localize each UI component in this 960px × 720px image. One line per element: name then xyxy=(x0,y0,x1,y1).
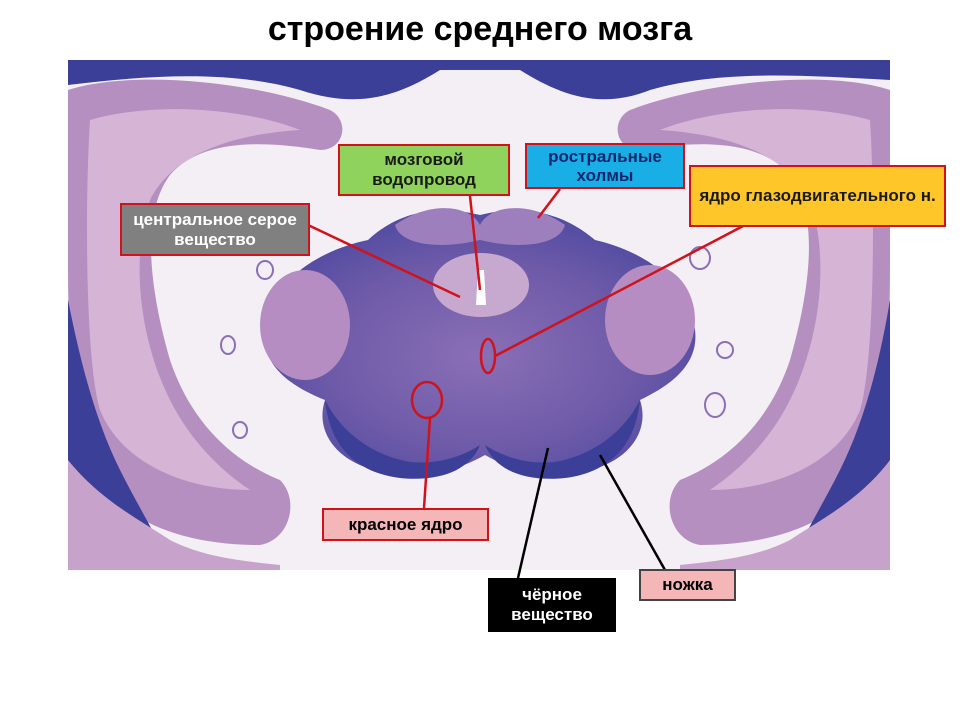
pointer-substantia-nigra xyxy=(516,447,550,579)
slide-title: строение среднего мозга xyxy=(267,10,693,48)
midbrain-body xyxy=(264,210,696,475)
pointer-pes xyxy=(598,454,667,571)
vessel-right xyxy=(716,341,734,359)
label-central-gray: центральное серое вещество xyxy=(120,203,310,256)
label-cerebral-aqueduct: мозговой водопровод xyxy=(338,144,510,196)
label-pes: ножка xyxy=(639,569,736,601)
pointer-aqueduct xyxy=(468,195,482,291)
red-nucleus-marker xyxy=(410,380,444,420)
label-substantia-nigra: чёрное вещество xyxy=(488,578,616,632)
vessel-right-2 xyxy=(704,392,726,418)
left-lateral-lobe xyxy=(260,270,350,380)
left-lower-cortex xyxy=(68,460,280,570)
pointer-oculomotor xyxy=(494,223,746,358)
pointer-central-gray xyxy=(307,223,461,299)
dorsal-tissue xyxy=(68,60,890,100)
vessel-left xyxy=(220,335,236,355)
vessel-top-right xyxy=(689,246,711,270)
pointer-colliculi xyxy=(537,188,561,219)
right-lower-cortex xyxy=(680,460,890,570)
vessel-top-left xyxy=(256,260,274,280)
label-red-nucleus: красное ядро xyxy=(322,508,489,541)
pointer-red-nucleus xyxy=(422,417,432,509)
right-lateral-lobe xyxy=(605,265,695,375)
left-peduncle xyxy=(325,400,480,479)
label-rostral-colliculi: ростральные холмы xyxy=(525,143,685,189)
vessel-left-2 xyxy=(232,421,248,439)
label-oculomotor-nucleus: ядро глазодвигательного н. xyxy=(689,165,946,227)
colliculi-region xyxy=(395,208,565,245)
